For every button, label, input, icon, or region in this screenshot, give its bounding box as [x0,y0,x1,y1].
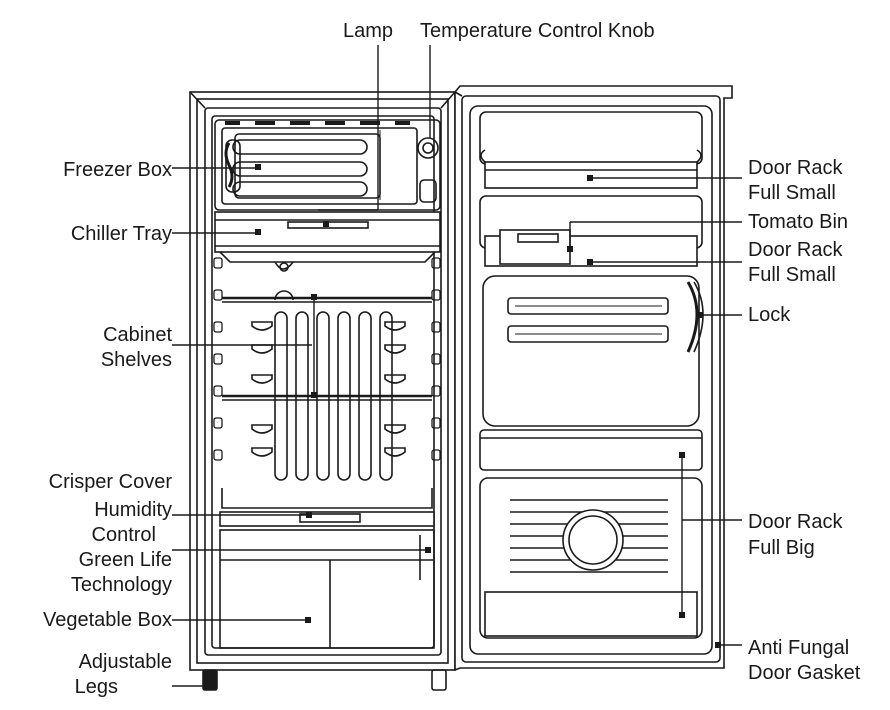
cabinet-body [189,91,456,671]
label-tomato-bin: Tomato Bin [748,211,849,233]
label-door-rack-full-small-a-line1: Door Rack [748,157,843,179]
label-door-rack-full-small-b-line2: Full Small [748,264,836,286]
label-door-rack-full-big-line2: Full Big [748,537,815,559]
leader-lines [172,45,742,687]
door-rack-second [479,195,703,267]
label-door-rack-full-small-b-line1: Door Rack [748,239,843,261]
leader-dots [255,164,721,648]
label-anti-fungal-line2: Door Gasket [748,662,861,684]
label-green-life-line1: Green Life [78,549,172,571]
label-green-life-line2: Technology [70,574,172,596]
label-vegetable-box: Vegetable Box [43,609,172,631]
legs [202,669,447,691]
label-humidity-control-line1: Humidity [94,499,172,521]
label-door-rack-full-small-a-line2: Full Small [748,182,836,204]
door-rack-big-shape [479,477,703,639]
label-cabinet-shelves-line2: Shelves [100,349,172,371]
label-adjustable-legs-line2: Legs [74,676,118,698]
label-lamp: Lamp [343,20,394,42]
chiller-tray [214,211,441,263]
freezer-box [214,119,441,211]
label-humidity-control-line2: Control [91,524,156,546]
temperature-knob [417,137,439,203]
label-cabinet-shelves-line1: Cabinet [103,324,172,346]
label-door-rack-full-big-line1: Door Rack [748,511,843,533]
door-dairy [482,275,700,427]
label-temperature-control-knob: Temperature Control Knob [420,20,655,42]
label-freezer-box: Freezer Box [63,159,172,181]
label-chiller-tray: Chiller Tray [70,223,172,245]
door-middle-bar [479,429,703,471]
shelf-supports [213,257,441,461]
label-adjustable-legs-line1: Adjustable [78,651,172,673]
label-lock: Lock [748,304,791,326]
label-crisper-cover: Crisper Cover [48,471,172,493]
label-anti-fungal-line1: Anti Fungal [748,637,850,659]
